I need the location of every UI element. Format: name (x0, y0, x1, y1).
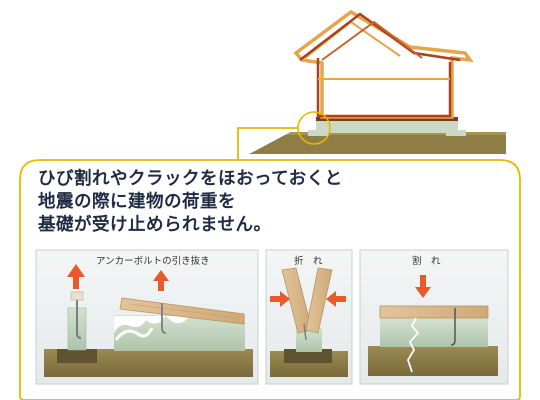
label-bending: 折 れ (294, 256, 323, 267)
warning-line-2: 地震の際に建物の荷重を (38, 192, 236, 212)
panel-bending (265, 249, 353, 385)
warning-line-1: ひび割れやクラックをほおっておくと (38, 169, 343, 189)
label-anchor-bolt-pullout: アンカーボルトの引き抜き (96, 256, 210, 267)
panel-cracking (359, 249, 509, 385)
house-illustration (238, 9, 506, 154)
ground-soil (238, 132, 506, 154)
warning-line-3: 基礎が受け止められません。 (38, 215, 272, 235)
house-foundation (316, 120, 458, 133)
panel-anchor-bolt-pullout (35, 249, 259, 385)
warning-message: ひび割れやクラックをほおっておくと 地震の際に建物の荷重を 基礎が受け止められま… (38, 168, 343, 237)
label-cracking: 割 れ (412, 256, 441, 267)
